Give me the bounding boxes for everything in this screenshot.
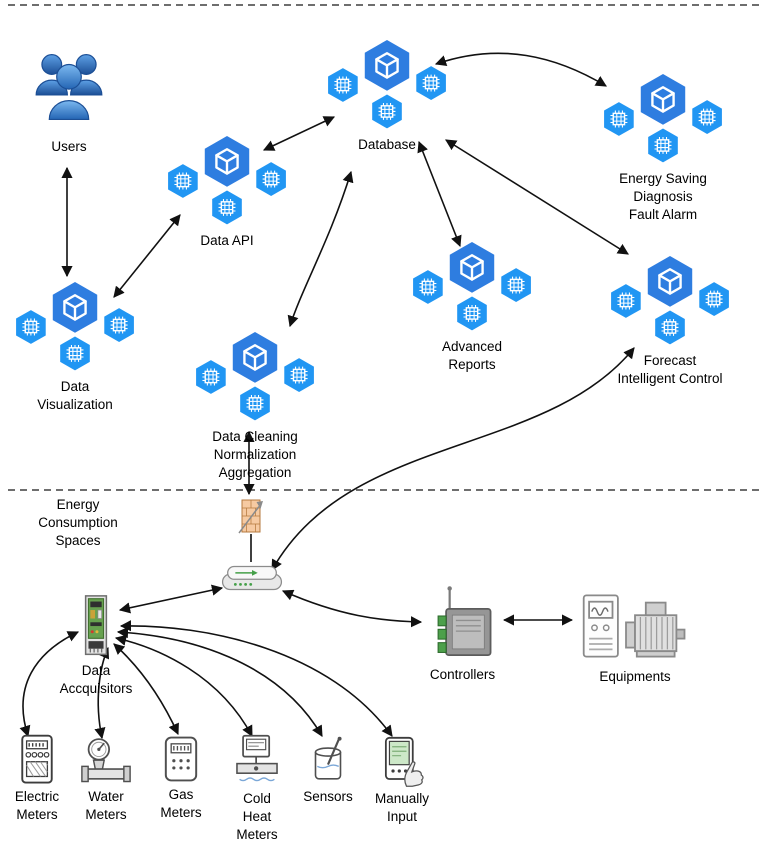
- edge-forecast-router: [271, 347, 635, 571]
- equipment-icon: [576, 590, 694, 662]
- data-acquisitor-icon: [77, 594, 115, 660]
- water-meter-icon: [80, 736, 132, 786]
- service-cluster-icon: [11, 278, 139, 376]
- node-energy-consumption-spaces: Energy Consumption Spaces: [22, 494, 134, 549]
- service-cluster-icon: [163, 132, 291, 230]
- edge-manually-input-data-acquisitors: [119, 620, 393, 737]
- node-water-meters-label: Water Meters: [85, 789, 127, 822]
- node-database: Database: [320, 36, 454, 154]
- service-cluster-icon: [408, 238, 536, 336]
- service-cluster-icon: [599, 70, 727, 168]
- node-firewall: [234, 496, 268, 536]
- node-data-acquisitors: Data Accquisitors: [50, 594, 142, 698]
- service-cluster-icon: [323, 36, 451, 134]
- node-data-cleaning-label: Data Cleaning Normalization Aggregation: [212, 429, 298, 480]
- edge-router-data-acquisitors: [118, 584, 224, 614]
- node-data-api: Data API: [160, 132, 294, 250]
- node-data-visualization: Data Visualization: [8, 278, 142, 414]
- node-gas-meters: Gas Meters: [156, 734, 206, 822]
- node-energy-saving: Energy Saving Diagnosis Fault Alarm: [590, 70, 736, 223]
- service-cluster-icon: [606, 252, 734, 350]
- edge-data-visualization-data-api: [113, 214, 181, 298]
- edge-data-api-database: [262, 116, 336, 151]
- edge-router-controllers: [281, 589, 423, 628]
- node-data-cleaning: Data Cleaning Normalization Aggregation: [188, 328, 322, 481]
- node-forecast-label: Forecast Intelligent Control: [617, 353, 723, 386]
- node-electric-meters-label: Electric Meters: [14, 789, 60, 822]
- node-equipments: Equipments: [575, 590, 695, 686]
- edge-database-energy-saving: [434, 52, 607, 87]
- node-users-label: Users: [51, 139, 87, 154]
- node-data-api-label: Data API: [200, 233, 254, 248]
- router-icon: [220, 560, 284, 596]
- firewall-icon: [236, 496, 266, 536]
- edge-database-advanced-reports: [417, 140, 462, 248]
- node-manually-input: Manually Input: [372, 736, 432, 826]
- node-electric-meters: Electric Meters: [12, 734, 62, 824]
- node-water-meters: Water Meters: [78, 736, 134, 824]
- node-data-visualization-label: Data Visualization: [37, 379, 113, 412]
- node-gas-meters-label: Gas Meters: [160, 787, 202, 820]
- service-cluster-icon: [191, 328, 319, 426]
- edge-database-data-cleaning: [287, 170, 354, 328]
- node-manually-input-label: Manually Input: [374, 791, 430, 824]
- node-equipments-label: Equipments: [599, 669, 671, 684]
- node-users: Users: [27, 40, 111, 156]
- node-cold-heat-meters-label: Cold Heat Meters: [236, 791, 278, 842]
- node-sensors: Sensors: [302, 736, 354, 806]
- node-sensors-label: Sensors: [303, 789, 353, 804]
- edge-electric-meters-data-acquisitors: [19, 631, 80, 738]
- node-advanced-reports-label: Advanced Reports: [441, 339, 503, 372]
- controller-icon: [423, 584, 503, 664]
- node-advanced-reports: Advanced Reports: [405, 238, 539, 374]
- electric-meter-icon: [16, 734, 58, 786]
- cold-heat-meter-icon: [234, 734, 280, 788]
- node-data-acquisitors-label: Data Accquisitors: [59, 663, 133, 696]
- node-energy-saving-label: Energy Saving Diagnosis Fault Alarm: [619, 171, 707, 222]
- node-controllers: Controllers: [415, 584, 510, 684]
- node-forecast: Forecast Intelligent Control: [592, 252, 748, 388]
- node-energy-consumption-spaces-label: Energy Consumption Spaces: [38, 497, 118, 548]
- node-router: [220, 560, 284, 596]
- sensor-icon: [307, 736, 349, 786]
- node-database-label: Database: [358, 137, 416, 152]
- edge-database-forecast: [445, 139, 629, 255]
- gas-meter-icon: [161, 734, 201, 784]
- node-cold-heat-meters: Cold Heat Meters: [230, 734, 284, 843]
- users-icon: [28, 40, 110, 130]
- manual-input-icon: [379, 736, 425, 788]
- node-controllers-label: Controllers: [429, 667, 496, 682]
